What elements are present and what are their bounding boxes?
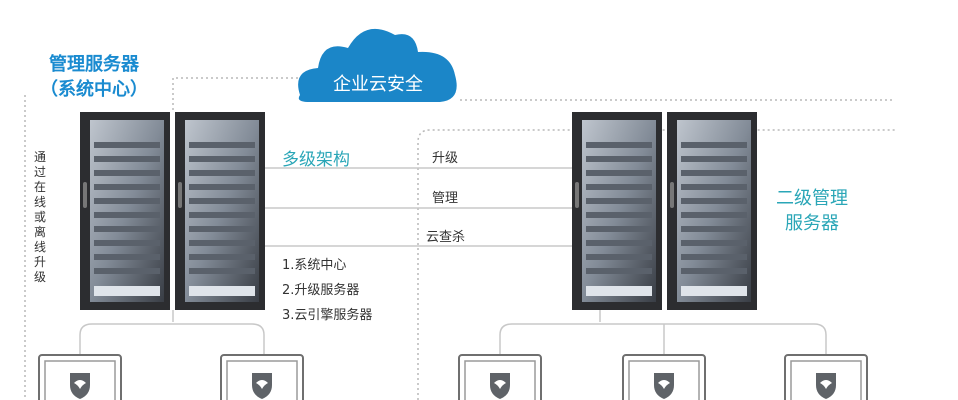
connector-lines [265,167,572,247]
cloud-label: 企业云安全 [333,74,423,95]
secondary-server-line2: 服务器 [785,213,839,234]
client-tree-lines [79,310,827,355]
client-terminal-4 [622,354,706,400]
client-terminal-2 [220,354,304,400]
role-item-3: 3.云引擎服务器 [282,308,373,323]
management-server-title: 管理服务器 （系统中心） [40,52,148,102]
client-terminal-1 [38,354,122,400]
link-label-manage: 管理 [432,191,459,206]
server-rack-2 [175,112,265,310]
cloud-shape [298,28,457,102]
link-label-cloud-scan: 云查杀 [426,230,466,245]
management-server-line2: （系统中心） [40,79,148,100]
server-rack-4 [667,112,757,310]
secondary-server-title: 二级管理 服务器 [772,186,852,236]
vertical-upgrade-note: 通过在线或离线升级 [33,150,46,284]
server-rack-3 [572,112,662,310]
secondary-server-line1: 二级管理 [776,188,848,209]
multi-level-label: 多级架构 [282,150,350,170]
link-label-upgrade: 升级 [432,151,459,166]
client-terminal-5 [784,354,868,400]
server-rack-1 [80,112,170,310]
role-item-1: 1.系统中心 [282,258,347,273]
client-terminal-3 [458,354,542,400]
dotted-path-left [172,77,300,110]
management-server-line1: 管理服务器 [49,54,139,75]
role-item-2: 2.升级服务器 [282,283,360,298]
